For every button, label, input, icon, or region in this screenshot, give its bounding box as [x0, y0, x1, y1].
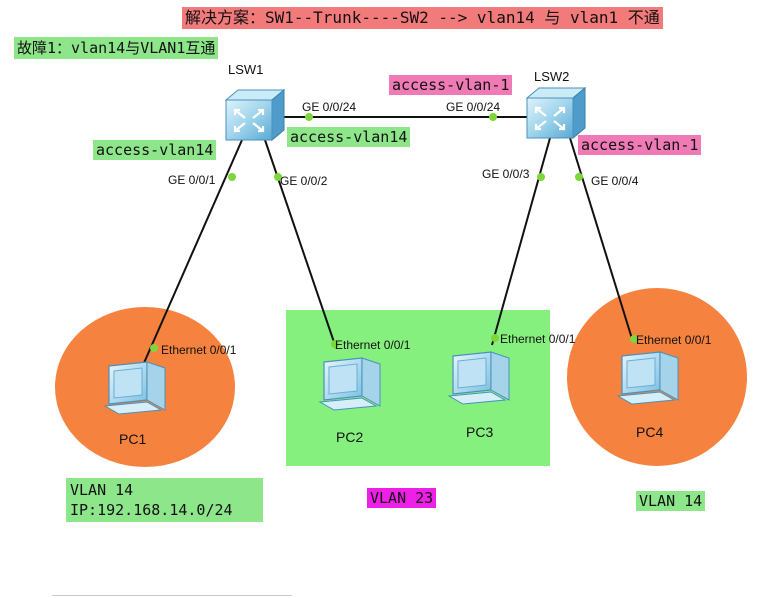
lsw1-name: LSW1	[228, 62, 264, 77]
access-sw1-ge24: access-vlan14	[287, 127, 411, 147]
switch-lsw1-icon[interactable]	[224, 88, 286, 142]
pc1-name: PC1	[119, 431, 147, 447]
solution-title: 解决方案：SW1--Trunk----SW2 --> vlan14 与 vlan…	[182, 7, 663, 29]
pc1-icon[interactable]	[103, 361, 166, 415]
pc4-icon[interactable]	[616, 351, 679, 405]
port-sw1-ge24: GE 0/0/24	[302, 100, 357, 114]
access-sw2-ge4: access-vlan-1	[578, 135, 702, 155]
link-dot	[630, 335, 638, 343]
pc3-port: Ethernet 0/0/1	[500, 332, 576, 346]
link-sw1-pc1	[139, 139, 243, 373]
lsw2-name: LSW2	[534, 69, 570, 84]
pc2-name: PC2	[336, 429, 364, 445]
link-dot	[228, 173, 236, 181]
link-dot	[331, 340, 339, 348]
pc3-icon[interactable]	[447, 351, 510, 405]
vlan-right-label: VLAN 14	[636, 491, 706, 511]
pc2-icon[interactable]	[318, 357, 381, 411]
port-sw1-ge2: GE 0/0/2	[280, 174, 328, 188]
pc1-port: Ethernet 0/0/1	[161, 343, 237, 357]
access-sw2-ge24: access-vlan-1	[389, 75, 513, 95]
fault-label: 故障1：vlan14与VLAN1互通	[14, 37, 219, 59]
link-sw2-pc3	[491, 137, 551, 346]
bottom-divider	[52, 595, 292, 596]
port-sw2-ge4: GE 0/0/4	[591, 174, 639, 188]
pc3-name: PC3	[466, 424, 494, 440]
vlan-left-box: VLAN 14 IP:192.168.14.0/24	[66, 478, 263, 522]
vlan-left-line2: IP:192.168.14.0/24	[70, 501, 233, 519]
link-dot	[537, 173, 545, 181]
link-dot	[150, 344, 158, 352]
access-sw1-ge1: access-vlan14	[93, 140, 217, 160]
pc4-port: Ethernet 0/0/1	[636, 333, 712, 347]
pc2-port: Ethernet 0/0/1	[335, 338, 411, 352]
link-dot	[491, 334, 499, 342]
port-sw1-ge1: GE 0/0/1	[168, 173, 216, 187]
link-dot	[489, 113, 497, 121]
port-sw2-ge24: GE 0/0/24	[446, 100, 501, 114]
port-sw2-ge3: GE 0/0/3	[482, 167, 530, 181]
link-sw2-pc4	[569, 137, 634, 343]
link-dot	[305, 113, 313, 121]
link-dot	[274, 173, 282, 181]
vlan-middle-label: VLAN 23	[367, 488, 437, 508]
switch-lsw2-icon[interactable]	[525, 86, 587, 140]
vlan-left-line1: VLAN 14	[70, 481, 134, 499]
link-dot	[575, 173, 583, 181]
pc4-name: PC4	[636, 424, 664, 440]
